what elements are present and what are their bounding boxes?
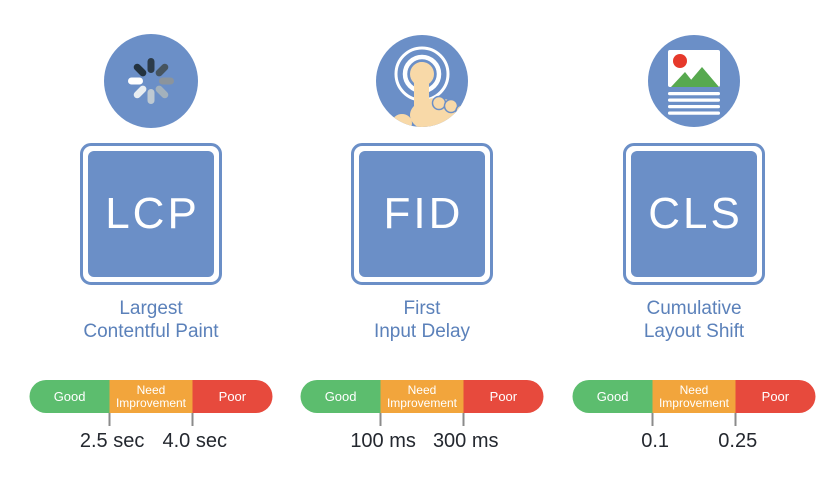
- metric-box-cls-fill: CLS: [631, 151, 757, 277]
- segment-poor: Poor: [735, 380, 816, 413]
- threshold-tick: [734, 413, 737, 426]
- metric-abbr-lcp: LCP: [105, 189, 200, 238]
- threshold-tick: [191, 413, 194, 426]
- metric-name-fid: First Input Delay: [373, 298, 471, 342]
- metric-box-lcp: LCP: [80, 143, 222, 285]
- threshold-value: 0.25: [718, 430, 758, 452]
- metric-box-lcp-fill: LCP: [88, 151, 214, 277]
- metric-box-fid-fill: FID: [359, 151, 485, 277]
- threshold-value: 100 ms: [350, 430, 416, 452]
- threshold-tick: [108, 413, 111, 426]
- page-layout-image-icon: [646, 33, 742, 129]
- metric-box-fid: FID: [351, 143, 493, 285]
- threshold-value: 0.1: [641, 430, 670, 452]
- segment-good: Good: [300, 380, 381, 413]
- threshold-value: 2.5 sec: [79, 430, 145, 452]
- metric-box-cls: CLS: [623, 143, 765, 285]
- loading-spinner-icon: [103, 33, 199, 129]
- metric-name-cls: Cumulative Layout Shift: [643, 298, 745, 342]
- segment-poor: Poor: [463, 380, 544, 413]
- metric-name-lcp: Largest Contentful Paint: [83, 298, 219, 342]
- segment-poor: Poor: [192, 380, 273, 413]
- threshold-value: 300 ms: [432, 430, 499, 452]
- threshold-value: 4.0 sec: [162, 430, 227, 452]
- tap-finger-icon: [374, 33, 470, 129]
- threshold-tick: [379, 413, 382, 426]
- metric-abbr-fid: FID: [383, 189, 464, 238]
- segment-good: Good: [572, 380, 653, 413]
- threshold-tick: [651, 413, 654, 426]
- segment-good: Good: [29, 380, 110, 413]
- threshold-tick: [462, 413, 465, 426]
- metric-abbr-cls: CLS: [648, 189, 743, 238]
